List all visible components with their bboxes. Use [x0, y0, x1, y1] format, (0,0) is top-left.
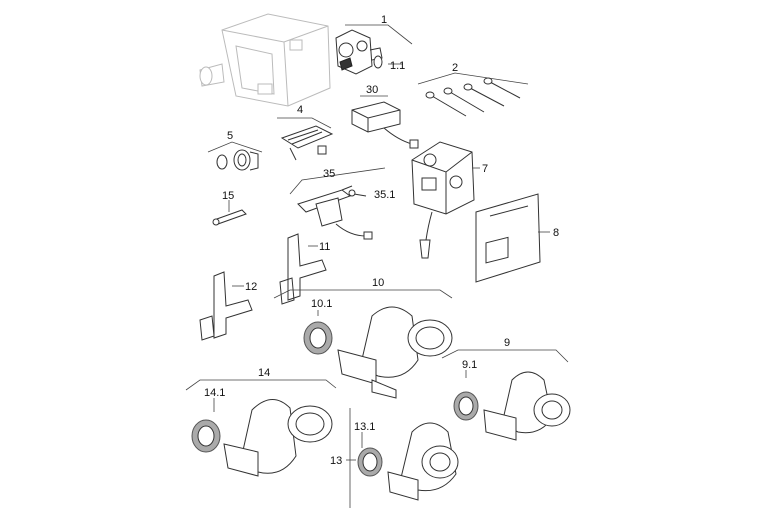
label-15: 15	[222, 190, 234, 202]
part-13-siphon	[357, 422, 459, 501]
part-8-plate	[475, 193, 541, 283]
label-5: 5	[227, 130, 233, 142]
part-11-bracket	[279, 233, 327, 305]
part-2-bolts	[425, 77, 521, 117]
label-8: 8	[553, 227, 559, 239]
label-9: 9	[504, 337, 510, 349]
part-35-solenoid	[297, 185, 373, 240]
part-1-valve	[335, 29, 383, 75]
part-12-bracket	[199, 271, 253, 341]
label-1-1: 1.1	[390, 60, 405, 72]
label-11: 11	[319, 241, 330, 253]
label-13: 13	[330, 455, 342, 467]
mounting-box	[199, 13, 331, 107]
part-30-module	[351, 101, 419, 149]
label-2: 2	[452, 62, 458, 74]
part-15-pin	[212, 209, 247, 226]
label-14: 14	[258, 367, 270, 379]
label-12: 12	[245, 281, 257, 293]
label-35: 35	[323, 168, 335, 180]
part-10-siphon	[303, 306, 453, 399]
part-5-ring	[216, 149, 259, 171]
part-9-siphon	[453, 371, 571, 441]
part-4-cover	[280, 125, 334, 161]
label-9-1: 9.1	[462, 359, 477, 371]
label-1: 1	[381, 14, 387, 26]
label-13-1: 13.1	[354, 421, 375, 433]
label-30: 30	[366, 84, 378, 96]
part-7-controller	[411, 141, 475, 259]
label-10-1: 10.1	[311, 298, 332, 310]
label-14-1: 14.1	[204, 387, 225, 399]
label-35-1: 35.1	[374, 189, 395, 201]
label-7: 7	[482, 163, 488, 175]
label-4: 4	[297, 104, 303, 116]
label-10: 10	[372, 277, 384, 289]
part-14-siphon	[191, 399, 333, 477]
